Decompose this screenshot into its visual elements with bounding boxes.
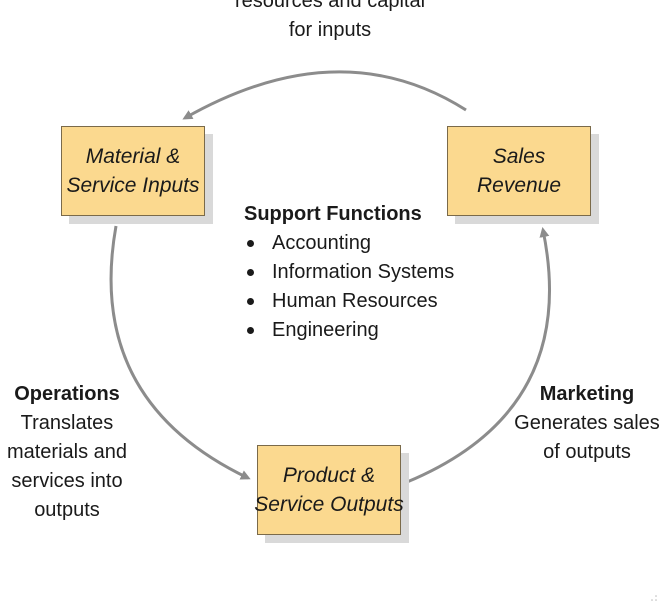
operations-line: outputs [34,499,100,521]
marketing-title: Marketing [539,383,635,405]
product-box-line-2: Service Outputs [254,493,404,516]
top-caption-line-2: for inputs [288,19,372,41]
operations-line: materials and [6,441,128,463]
bullet-icon [247,269,254,276]
support-functions: Support Functions Accounting Information… [244,200,454,345]
support-item: Information Systems [244,258,454,287]
arrow-product-to-sales [406,227,551,484]
support-item: Accounting [244,229,454,258]
sales-revenue-box: Sales Revenue [447,126,591,216]
top-caption-line-1: resources and capital [234,0,426,12]
support-functions-list: Accounting Information Systems Human Res… [244,229,454,345]
bullet-icon [247,298,254,305]
marketing-line: of outputs [543,441,631,463]
operations-caption: Operations Translates materials and serv… [0,380,134,525]
bullet-icon [247,327,254,334]
operations-line: Translates [20,412,114,434]
support-functions-title: Support Functions [244,203,422,225]
product-box-line-1: Product & [282,464,376,487]
product-service-outputs-box: Product & Service Outputs [254,445,404,535]
support-item-label: Human Resources [272,290,438,312]
support-item: Human Resources [244,287,454,316]
marketing-caption: Marketing Generates sales of outputs [514,380,660,467]
marketing-line: Generates sales [514,412,660,434]
corner-dots-decoration [651,595,657,601]
sales-box-line-2: Revenue [476,174,562,197]
support-item-label: Accounting [272,232,371,254]
arrow-sales-to-material [182,70,467,120]
operations-title: Operations [14,383,120,405]
material-box-line-1: Material & [85,145,181,168]
support-item: Engineering [244,316,454,345]
sales-box-line-1: Sales [492,145,546,168]
top-caption: resources and capital for inputs [200,0,460,45]
bullet-icon [247,240,254,247]
material-service-inputs-box: Material & Service Inputs [61,126,205,216]
material-box-line-2: Service Inputs [66,174,200,197]
arrow-material-to-product [109,225,251,480]
support-item-label: Information Systems [272,261,455,283]
operations-line: services into [11,470,123,492]
support-item-label: Engineering [272,319,379,341]
